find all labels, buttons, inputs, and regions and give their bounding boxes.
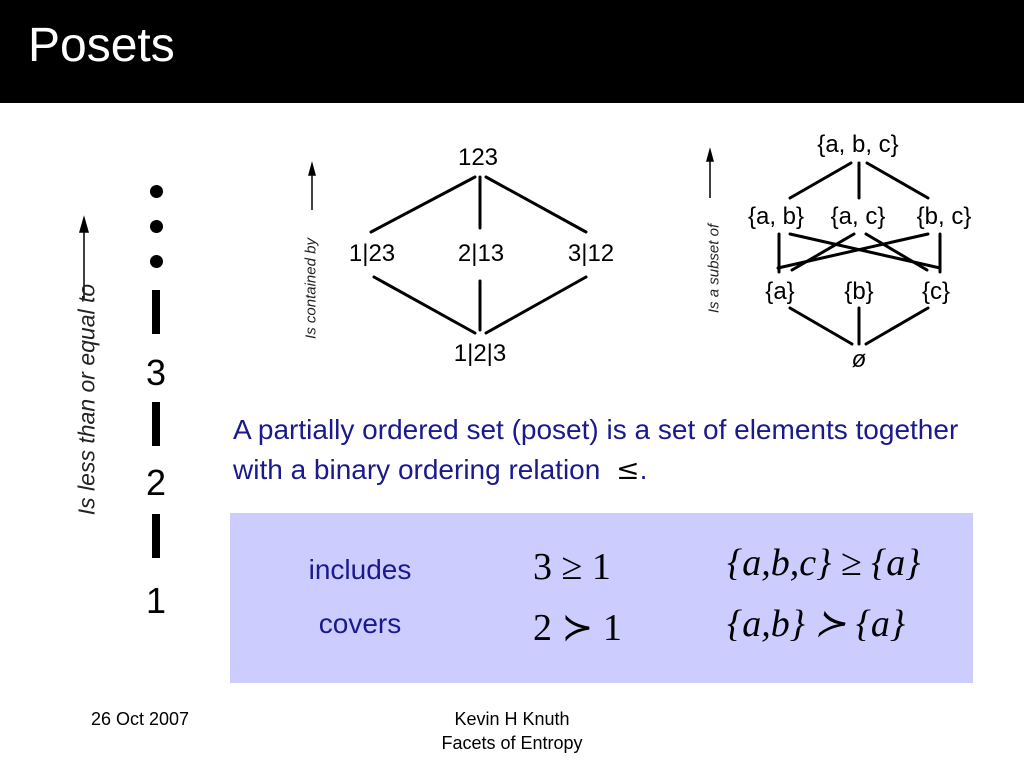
- edge-c-empty: [864, 306, 930, 346]
- edge-1|23-1|2|3: [372, 275, 477, 335]
- edge-123-1|23: [369, 175, 477, 234]
- relations-box: includes covers 3 ≥ 1 2 ≻ 1 {a,b,c} ≥ {a…: [230, 513, 973, 683]
- chain-axis-label: Is less than or equal to: [73, 283, 100, 516]
- subset-node-upper: {a, b}: [747, 203, 805, 230]
- subset-node-upper: {a, c}: [830, 203, 886, 230]
- footer-author-name: Kevin H Knuth: [454, 709, 570, 729]
- edge-abc-ab: [788, 161, 853, 200]
- partition-node-middle: 3|12: [567, 240, 615, 267]
- edge-abc-bc: [865, 161, 930, 200]
- subset-arrow-head: [706, 147, 714, 162]
- includes-set-example: {a,b,c} ≥ {a}: [727, 542, 921, 584]
- chain-element: 3: [145, 352, 167, 393]
- ellipsis-dot: [150, 255, 163, 268]
- footer-date: 26 Oct 2007: [90, 709, 190, 729]
- partition-node-middle: 1|23: [348, 240, 396, 267]
- edge-bc-b: [776, 232, 930, 270]
- subset-node-lower: {a}: [765, 278, 795, 305]
- covers-number-example: 2 ≻ 1: [533, 607, 622, 649]
- poset-definition: A partially ordered set (poset) is a set…: [233, 410, 1003, 490]
- partition-axis-label: Is contained by: [302, 238, 320, 339]
- includes-label: includes: [308, 554, 412, 585]
- covers-set-example: {a,b} ≻ {a}: [727, 603, 906, 645]
- includes-number-example: 3 ≥ 1: [533, 546, 611, 588]
- edge-ac-c: [864, 232, 929, 272]
- partition-node-top: 123: [457, 144, 499, 171]
- title-bar: Posets: [0, 0, 1024, 103]
- edge-123-3|12: [484, 175, 588, 234]
- chain-element: 2: [145, 462, 167, 503]
- slide-title: Posets: [28, 19, 175, 72]
- subset-node-top: {a, b, c}: [817, 131, 899, 158]
- chain-edge: [152, 514, 160, 558]
- edge-a-empty: [788, 306, 854, 346]
- edge-3|12-1|2|3: [484, 275, 588, 335]
- chain-arrow-head: [79, 215, 89, 233]
- subset-node-empty: ø: [851, 346, 867, 373]
- subset-node-lower: {c}: [921, 278, 951, 305]
- subset-axis-label: Is a subset of: [705, 223, 723, 314]
- definition-text: A partially ordered set (poset) is a set…: [233, 414, 959, 485]
- ellipsis-dot: [150, 185, 163, 198]
- chain-element: 1: [145, 580, 167, 621]
- chain-edge: [152, 402, 160, 446]
- covers-label: covers: [318, 608, 402, 639]
- chain-edge: [152, 290, 160, 334]
- partition-node-middle: 2|13: [457, 240, 505, 267]
- definition-end: .: [639, 454, 648, 485]
- subset-node-lower: {b}: [844, 278, 874, 305]
- relation-symbol: ≤: [616, 453, 640, 486]
- ellipsis-dot: [150, 220, 163, 233]
- subset-node-upper: {b, c}: [916, 203, 972, 230]
- partition-node-bottom: 1|2|3: [453, 340, 507, 367]
- footer-author: Kevin H Knuth Facets of Entropy: [392, 707, 632, 755]
- footer-talk-title: Facets of Entropy: [441, 733, 583, 753]
- partition-arrow-head: [308, 161, 316, 176]
